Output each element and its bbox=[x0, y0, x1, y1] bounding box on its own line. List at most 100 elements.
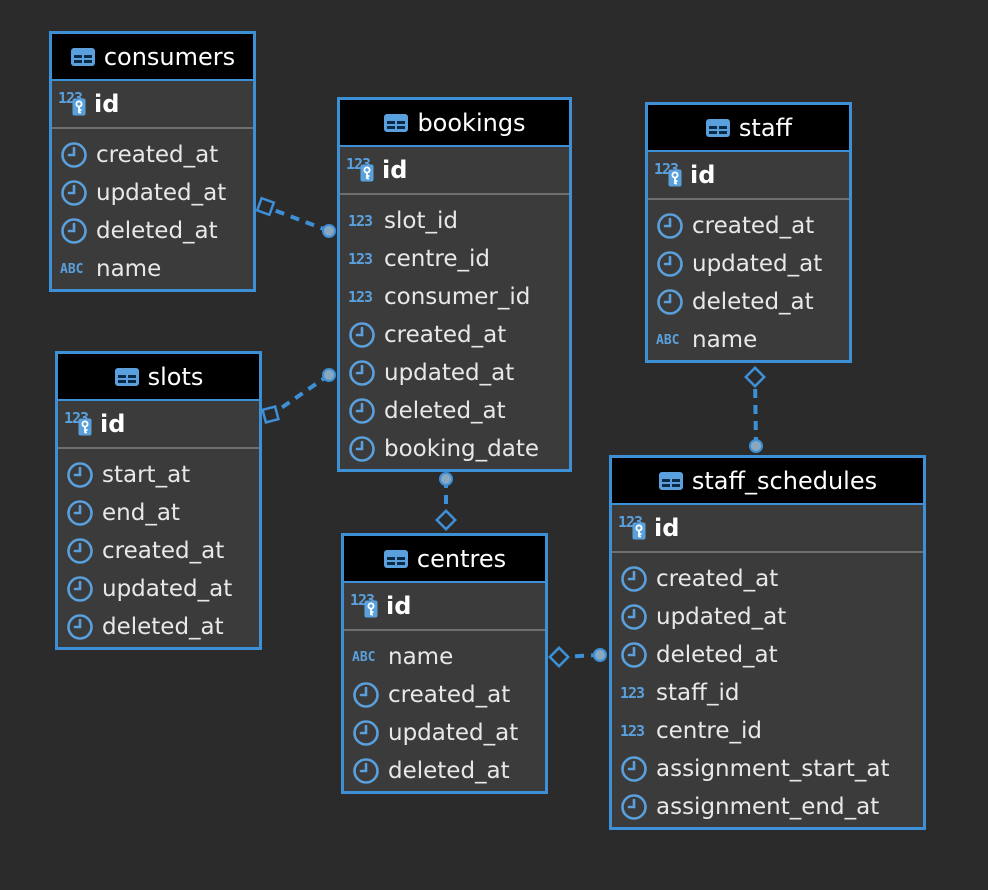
column-name: updated_at bbox=[656, 604, 787, 630]
clock-icon bbox=[353, 758, 379, 784]
table-header[interactable]: bookings bbox=[340, 100, 569, 147]
clock-icon bbox=[349, 436, 375, 462]
column-row[interactable]: assignment_end_at bbox=[612, 788, 923, 826]
column-row[interactable]: created_at bbox=[344, 676, 545, 714]
table-header[interactable]: consumers bbox=[52, 34, 253, 81]
table-header[interactable]: staff_schedules bbox=[612, 458, 923, 505]
clock-icon bbox=[657, 251, 683, 277]
table-icon bbox=[658, 471, 683, 490]
clock-icon bbox=[621, 794, 647, 820]
clock-icon bbox=[67, 500, 93, 526]
column-name: updated_at bbox=[96, 180, 227, 206]
table-header[interactable]: slots bbox=[58, 354, 259, 401]
column-name: slot_id bbox=[384, 208, 458, 234]
column-row[interactable]: deleted_at bbox=[58, 608, 259, 646]
primary-key-name: id bbox=[690, 161, 716, 189]
column-row[interactable]: deleted_at bbox=[648, 283, 849, 321]
column-name: updated_at bbox=[102, 576, 233, 602]
column-row[interactable]: created_at bbox=[340, 316, 569, 354]
column-row[interactable]: ABC name bbox=[648, 321, 849, 359]
column-row[interactable]: start_at bbox=[58, 456, 259, 494]
column-row[interactable]: updated_at bbox=[58, 570, 259, 608]
clock-icon bbox=[61, 218, 87, 244]
column-row[interactable]: assignment_start_at bbox=[612, 750, 923, 788]
primary-key-name: id bbox=[386, 592, 412, 620]
column-row[interactable]: end_at bbox=[58, 494, 259, 532]
column-row[interactable]: ABC name bbox=[52, 250, 253, 288]
table-icon bbox=[384, 113, 409, 132]
column-name: name bbox=[692, 327, 758, 353]
column-row[interactable]: created_at bbox=[58, 532, 259, 570]
text-type-icon: ABC bbox=[60, 261, 84, 277]
link-diamond-marker bbox=[744, 366, 766, 388]
column-row[interactable]: deleted_at bbox=[52, 212, 253, 250]
column-name: updated_at bbox=[384, 360, 515, 386]
link-diamond-marker bbox=[255, 196, 276, 217]
table-title: centres bbox=[416, 544, 507, 573]
column-name: deleted_at bbox=[384, 398, 506, 424]
clock-icon bbox=[67, 614, 93, 640]
number-type-icon: 123 bbox=[620, 684, 645, 702]
number-type-icon: 123 bbox=[348, 288, 373, 306]
column-row[interactable]: deleted_at bbox=[344, 752, 545, 790]
column-name: deleted_at bbox=[692, 289, 814, 315]
column-row[interactable]: created_at bbox=[52, 136, 253, 174]
primary-key-icon: 123 bbox=[58, 89, 90, 119]
link-staff-schedules-staff[interactable] bbox=[744, 366, 766, 453]
table-header[interactable]: staff bbox=[648, 105, 849, 152]
link-staff-schedules-centres[interactable] bbox=[548, 646, 607, 668]
text-type-icon: ABC bbox=[656, 332, 680, 348]
column-row[interactable]: created_at bbox=[648, 207, 849, 245]
column-row[interactable]: deleted_at bbox=[612, 636, 923, 674]
column-row[interactable]: updated_at bbox=[52, 174, 253, 212]
clock-icon bbox=[621, 756, 647, 782]
column-name: created_at bbox=[384, 322, 507, 348]
table-icon bbox=[383, 549, 408, 568]
column-row[interactable]: updated_at bbox=[648, 245, 849, 283]
column-row[interactable]: updated_at bbox=[344, 714, 545, 752]
primary-key-icon: 123 bbox=[618, 513, 650, 543]
clock-icon bbox=[349, 398, 375, 424]
link-bookings-consumers[interactable] bbox=[255, 196, 336, 238]
clock-icon bbox=[67, 538, 93, 564]
link-dot-marker bbox=[322, 368, 336, 382]
column-row[interactable]: updated_at bbox=[612, 598, 923, 636]
link-bookings-slots[interactable] bbox=[261, 368, 336, 424]
column-name: created_at bbox=[388, 682, 511, 708]
column-name: updated_at bbox=[692, 251, 823, 277]
column-row[interactable]: deleted_at bbox=[340, 392, 569, 430]
column-name: name bbox=[96, 256, 162, 282]
clock-icon bbox=[657, 213, 683, 239]
column-row[interactable]: created_at bbox=[612, 560, 923, 598]
column-name: created_at bbox=[656, 566, 779, 592]
column-row[interactable]: updated_at bbox=[340, 354, 569, 392]
link-bookings-centres[interactable] bbox=[435, 472, 457, 531]
column-row[interactable]: booking_date bbox=[340, 430, 569, 468]
column-name: deleted_at bbox=[96, 218, 218, 244]
column-name: deleted_at bbox=[388, 758, 510, 784]
table-header[interactable]: centres bbox=[344, 536, 545, 583]
primary-key-name: id bbox=[94, 90, 120, 118]
clock-icon bbox=[61, 142, 87, 168]
